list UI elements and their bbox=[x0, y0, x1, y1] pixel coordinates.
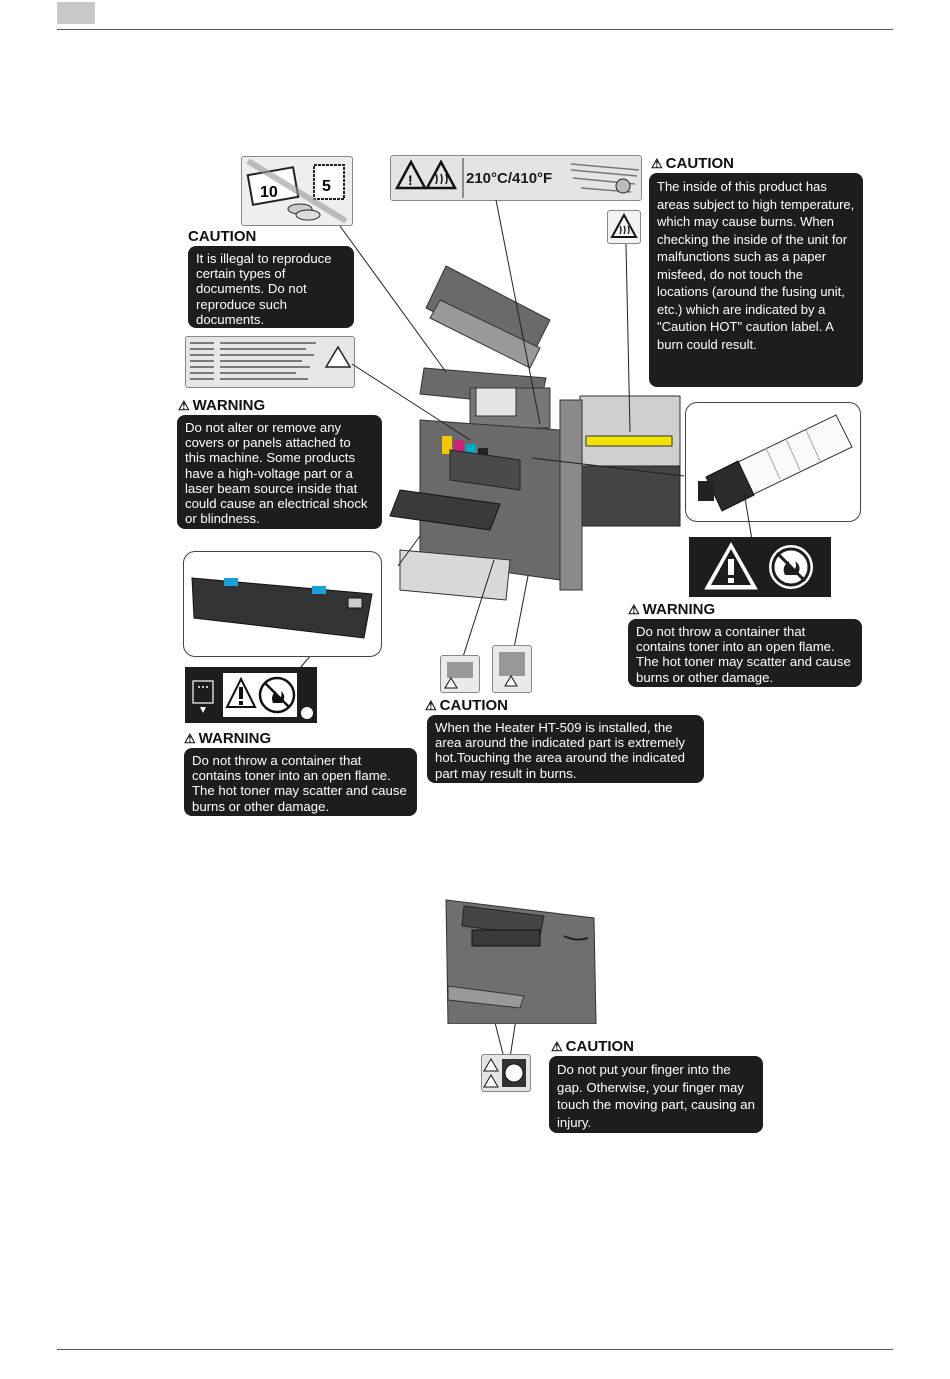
money-stamp-icon: 10 5 bbox=[246, 158, 348, 224]
warning-triangle-icon: ⚠ bbox=[184, 731, 196, 746]
caution-title-4: ⚠CAUTION bbox=[551, 1038, 634, 1055]
warning-triangle-icon: ⚠ bbox=[425, 698, 437, 713]
caution-text-2: The inside of this product has areas sub… bbox=[649, 173, 863, 387]
warning-text-1: Do not alter or remove any covers or pan… bbox=[177, 415, 382, 529]
footer-rule bbox=[57, 1349, 893, 1350]
caution-text-4: Do not put your finger into the gap. Oth… bbox=[549, 1056, 763, 1133]
heater-label-thumb-1 bbox=[440, 655, 480, 693]
warning-title-3: ⚠WARNING bbox=[184, 730, 272, 747]
warning-triangle-icon: ⚠ bbox=[651, 156, 663, 171]
warning-text-2: Do not throw a container that contains t… bbox=[628, 619, 862, 687]
hot-temperature-label: ! bbox=[390, 155, 642, 201]
waste-toner-box-picture bbox=[183, 551, 382, 657]
caution-text-3: When the Heater HT-509 is installed, the… bbox=[427, 715, 704, 783]
warning-title-2: ⚠WARNING bbox=[628, 601, 716, 618]
laser-icon bbox=[324, 345, 352, 368]
caution-title-3: ⚠CAUTION bbox=[425, 697, 508, 714]
money-ten: 10 bbox=[260, 184, 278, 201]
heater-label-thumb-2 bbox=[492, 645, 532, 693]
toner-bottle-picture bbox=[685, 402, 861, 522]
toner-flame-warning-icon bbox=[689, 537, 831, 597]
laser-warning-label bbox=[185, 336, 355, 388]
toner-disposal-icon bbox=[185, 667, 317, 723]
illegal-copy-label: 10 5 bbox=[241, 156, 353, 226]
warning-triangle-icon: ⚠ bbox=[628, 602, 640, 617]
caution-title-1: CAUTION bbox=[188, 228, 257, 245]
header-tab-box bbox=[57, 2, 95, 24]
warning-text-3: Do not throw a container that contains t… bbox=[184, 748, 417, 816]
svg-text:!: ! bbox=[408, 172, 413, 188]
temperature-text: 210°C/410°F bbox=[466, 170, 553, 187]
finisher-illustration bbox=[445, 899, 597, 1024]
finger-pinch-icon bbox=[481, 1054, 531, 1092]
warning-triangle-icon: ⚠ bbox=[551, 1039, 563, 1054]
caution-title-2: ⚠CAUTION bbox=[651, 155, 734, 172]
mfp-machine-illustration bbox=[389, 265, 681, 601]
warning-triangle-icon: ⚠ bbox=[178, 398, 190, 413]
caution-text-1: It is illegal to reproduce certain types… bbox=[188, 246, 354, 328]
money-five: 5 bbox=[322, 178, 331, 195]
header-rule bbox=[57, 29, 893, 30]
hot-surface-icon bbox=[607, 210, 641, 244]
warning-title-1: ⚠WARNING bbox=[178, 397, 266, 414]
